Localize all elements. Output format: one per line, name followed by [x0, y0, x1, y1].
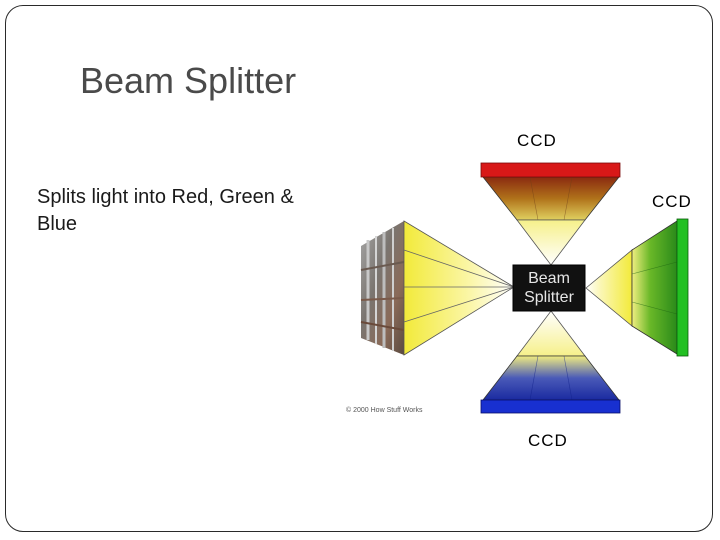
- beam-splitter-box: [512, 264, 586, 312]
- blue-light-cone: [482, 310, 620, 401]
- green-ccd-sensor: [676, 218, 689, 357]
- copyright-notice: © 2000 How Stuff Works: [346, 407, 423, 414]
- slide-frame: [5, 5, 713, 532]
- blue-ccd-sensor: [480, 399, 621, 414]
- beam-splitter-label-line1: Beam: [528, 270, 570, 287]
- ccd-label-right: CCD: [652, 192, 692, 211]
- beam-splitter-label: Beam Splitter: [513, 265, 585, 311]
- ccd-label-bottom: CCD: [528, 431, 568, 450]
- red-ccd-sensor: [480, 162, 621, 178]
- green-light-cone: [585, 220, 678, 355]
- incoming-light-cone: [403, 220, 515, 356]
- beam-splitter-label-line2: Splitter: [524, 289, 574, 306]
- red-light-cone: [482, 176, 620, 266]
- slide-body-text: Splits light into Red, Green & Blue: [37, 186, 294, 235]
- slide-title: Beam Splitter: [80, 60, 297, 101]
- beam-splitter-diagram: [360, 162, 689, 414]
- ccd-label-top: CCD: [517, 131, 557, 150]
- scene-image: [360, 221, 405, 355]
